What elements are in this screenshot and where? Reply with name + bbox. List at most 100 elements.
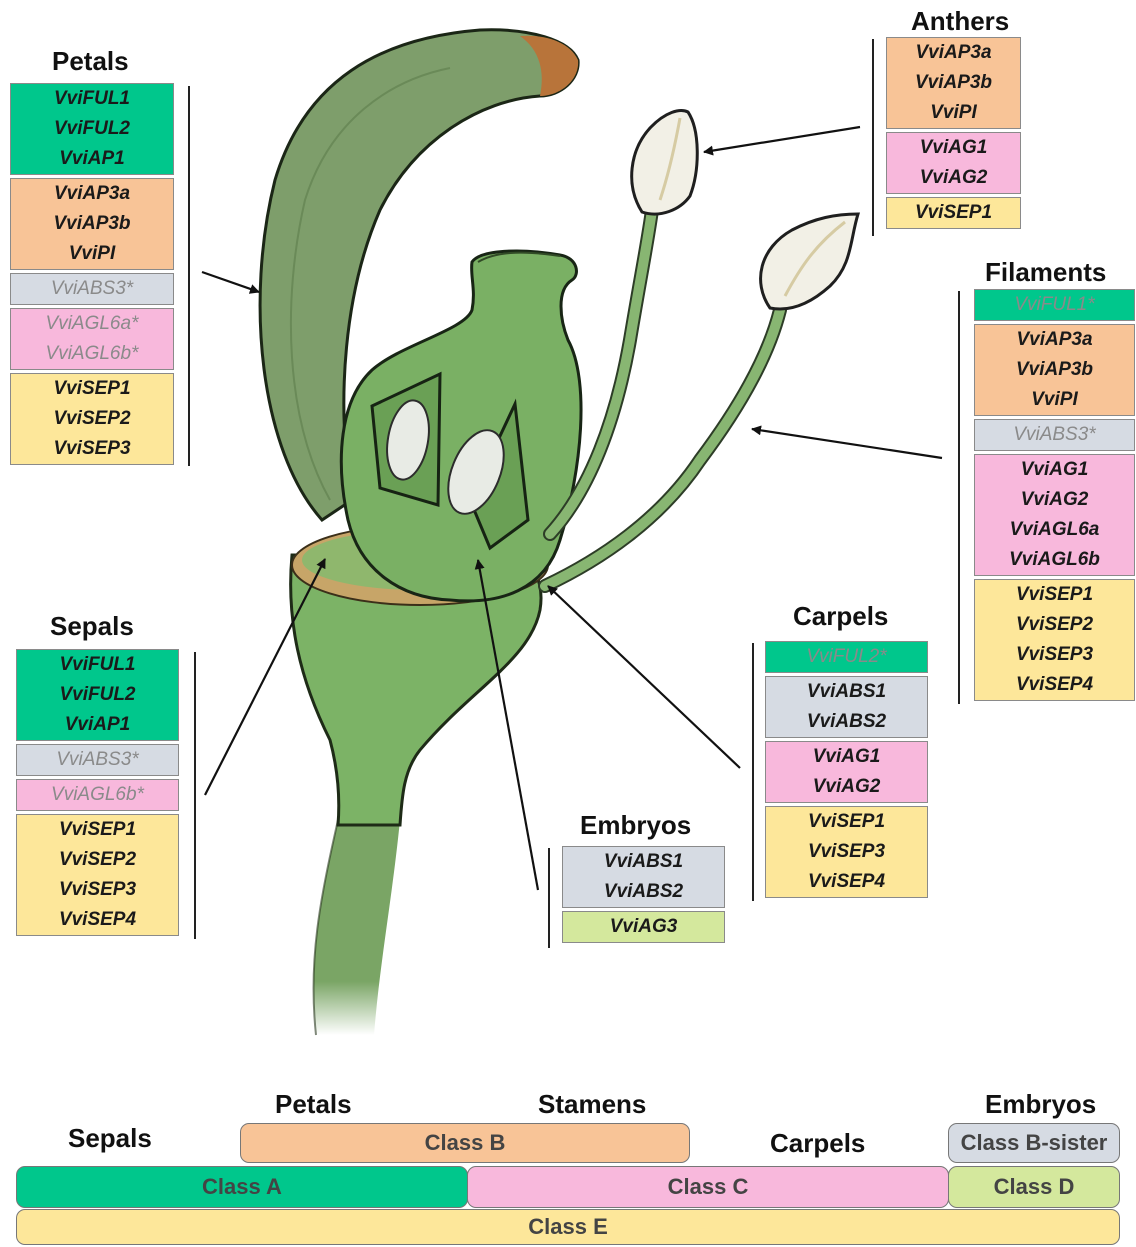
class-b-bar: Class B	[240, 1123, 690, 1163]
gene-label: VviAP3b	[915, 68, 992, 98]
anthers-class-e-box: VviSEP1	[886, 197, 1021, 229]
gene-label: VviFUL1*	[1014, 290, 1094, 320]
gene-label: VviSEP4	[1016, 670, 1093, 700]
gene-label: VviSEP2	[1016, 610, 1093, 640]
class-b-sister-bar: Class B-sister	[948, 1123, 1120, 1163]
gene-label: VviFUL2	[54, 114, 130, 144]
gene-label: VviABS3*	[51, 274, 133, 304]
filaments-title: Filaments	[985, 257, 1106, 288]
petals-title: Petals	[52, 46, 129, 77]
gene-label: VviSEP3	[808, 837, 885, 867]
gene-label: VviSEP1	[808, 807, 885, 837]
gene-label: VviAG2	[813, 772, 881, 802]
carpels-title: Carpels	[793, 601, 888, 632]
sepals-bracket	[194, 652, 196, 939]
carpels-class-c-box: VviAG1VviAG2	[765, 741, 928, 803]
gene-label: VviABS1	[604, 847, 683, 877]
sepals-class-bs-box: VviABS3*	[16, 744, 179, 776]
gene-label: VviAGL6b*	[51, 780, 144, 810]
gene-label: VviSEP3	[53, 434, 130, 464]
carpels-class-e-box: VviSEP1VviSEP3VviSEP4	[765, 806, 928, 898]
gene-label: VviSEP3	[59, 875, 136, 905]
embryos-title: Embryos	[580, 810, 691, 841]
gene-label: VviSEP3	[1016, 640, 1093, 670]
model-organ-carpels: Carpels	[770, 1128, 865, 1159]
gene-label: VviAP3a	[1016, 325, 1092, 355]
gene-label: VviAP3a	[54, 179, 130, 209]
gene-label: VviSEP1	[53, 374, 130, 404]
gene-label: VviSEP1	[1016, 580, 1093, 610]
arrow-filaments	[752, 429, 942, 458]
model-organ-embryos: Embryos	[985, 1089, 1096, 1120]
pistil	[341, 251, 581, 601]
gene-label: VviPI	[930, 98, 976, 128]
gene-label: VviAP1	[65, 710, 130, 740]
gene-label: VviAP3b	[1016, 355, 1093, 385]
class-d-bar: Class D	[948, 1166, 1120, 1208]
gene-label: VviSEP4	[59, 905, 136, 935]
model-organ-petals: Petals	[275, 1089, 352, 1120]
model-organ-stamens: Stamens	[538, 1089, 646, 1120]
anthers-bracket	[872, 39, 874, 236]
petals-bracket	[188, 86, 190, 466]
arrow-petals	[202, 272, 259, 292]
gene-label: VviAG1	[1021, 455, 1089, 485]
gene-label: VviFUL2	[59, 680, 135, 710]
gene-label: VviAGL6b	[1009, 545, 1100, 575]
gene-label: VviAGL6a	[1010, 515, 1100, 545]
gene-label: VviFUL2*	[806, 642, 886, 672]
gene-label: VviPI	[1031, 385, 1077, 415]
gene-label: VviSEP2	[53, 404, 130, 434]
filaments-bracket	[958, 291, 960, 704]
embryos-bracket	[548, 848, 550, 948]
carpels-class-a-box: VviFUL2*	[765, 641, 928, 673]
gene-label: VviSEP1	[59, 815, 136, 845]
anthers-title: Anthers	[911, 6, 1009, 37]
gene-label: VviAG3	[610, 912, 678, 942]
gene-label: VviAP1	[59, 144, 124, 174]
gene-label: VviSEP2	[59, 845, 136, 875]
arrow-carpels	[548, 586, 740, 768]
embryos-class-d-box: VviAG3	[562, 911, 725, 943]
gene-label: VviSEP1	[915, 198, 992, 228]
filaments-class-bs-box: VviABS3*	[974, 419, 1135, 451]
model-organ-sepals: Sepals	[68, 1123, 152, 1154]
sepals-class-c-box: VviAGL6b*	[16, 779, 179, 811]
gene-label: VviAG2	[1021, 485, 1089, 515]
gene-label: VviABS2	[807, 707, 886, 737]
gene-label: VviABS3*	[56, 745, 138, 775]
gene-label: VviABS1	[807, 677, 886, 707]
class-a-bar: Class A	[16, 1166, 468, 1208]
gene-label: VviAG2	[920, 163, 988, 193]
gene-label: VviAGL6b*	[46, 339, 139, 369]
filaments-class-a-box: VviFUL1*	[974, 289, 1135, 321]
gene-label: VviABS2	[604, 877, 683, 907]
carpels-bracket	[752, 643, 754, 901]
petals-class-c-box: VviAGL6a*VviAGL6b*	[10, 308, 174, 370]
gene-label: VviFUL1	[59, 650, 135, 680]
petals-class-a-box: VviFUL1VviFUL2VviAP1	[10, 83, 174, 175]
gene-label: VviFUL1	[54, 84, 130, 114]
gene-label: VviAG1	[813, 742, 881, 772]
gene-label: VviAGL6a*	[46, 309, 139, 339]
gene-label: VviPI	[69, 239, 115, 269]
petals-class-bs-box: VviABS3*	[10, 273, 174, 305]
gene-label: VviABS3*	[1013, 420, 1095, 450]
anthers-gene-list: VviAP3aVviAP3bVviPIVviAG1VviAG2VviSEP1	[886, 37, 1021, 232]
stem	[313, 820, 400, 1035]
class-c-bar: Class C	[467, 1166, 949, 1208]
